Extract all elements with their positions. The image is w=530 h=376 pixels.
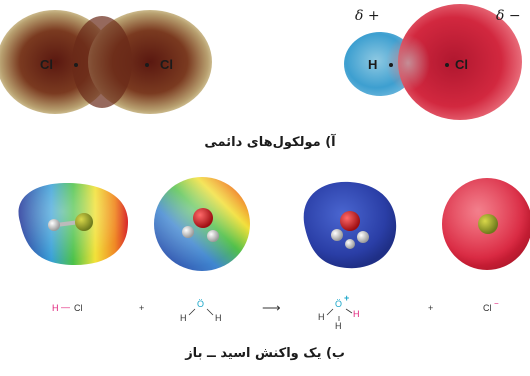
hcl-cl-atom-label: Cl bbox=[455, 57, 468, 72]
hydronium-potential-map bbox=[303, 181, 397, 269]
water-potential-map bbox=[154, 177, 250, 271]
delta-minus-label: δ − bbox=[496, 8, 521, 24]
cl2-left-nucleus-dot bbox=[74, 63, 78, 67]
eq-hcl-cl: Cl bbox=[74, 303, 83, 313]
eq-plus-2: + bbox=[428, 303, 434, 313]
eq-reaction-arrow: ⟶ bbox=[262, 300, 281, 315]
eq-chloride-charge: − bbox=[494, 299, 499, 308]
delta-plus-label: δ + bbox=[355, 8, 380, 24]
eq-water-h-right: H bbox=[215, 313, 222, 323]
top-panel-caption: آ) مولکول‌های دائمی bbox=[204, 135, 336, 150]
bottom-panel-caption: ب) یک واکنش اسید ــ باز bbox=[185, 346, 345, 361]
hcl-cl-nucleus-dot bbox=[445, 63, 449, 67]
hcl-h-atom-label: H bbox=[368, 57, 378, 72]
eq-hydronium-o: Ö bbox=[335, 299, 343, 309]
eq-hcl-h: H bbox=[52, 303, 59, 313]
cl2-right-nucleus-dot bbox=[145, 63, 149, 67]
eq-hydronium-h-left: H bbox=[318, 312, 325, 322]
eq-hydronium-charge: + bbox=[344, 293, 350, 303]
eq-hydronium-h-bottom: H bbox=[335, 321, 342, 331]
hydronium-left-bond bbox=[326, 308, 334, 316]
eq-hcl-bond: — bbox=[61, 302, 70, 312]
eq-water-h-left: H bbox=[180, 313, 187, 323]
cl2-left-atom-label: Cl bbox=[40, 57, 53, 72]
water-right-bond bbox=[206, 308, 214, 316]
hcl-density-surface bbox=[344, 4, 522, 120]
water-left-bond bbox=[188, 308, 196, 316]
cl2-density-surface bbox=[0, 10, 212, 114]
chloride-potential-map bbox=[442, 178, 530, 270]
eq-water-o: Ö bbox=[197, 299, 205, 309]
eq-plus-1: + bbox=[139, 303, 145, 313]
hydronium-right-bond bbox=[345, 308, 353, 314]
hcl-h-nucleus-dot bbox=[389, 63, 393, 67]
eq-hydronium-h-right: H bbox=[353, 309, 360, 319]
eq-chloride-symbol: Cl bbox=[483, 303, 492, 313]
hcl-potential-map bbox=[18, 182, 128, 265]
cl2-right-atom-label: Cl bbox=[160, 57, 173, 72]
